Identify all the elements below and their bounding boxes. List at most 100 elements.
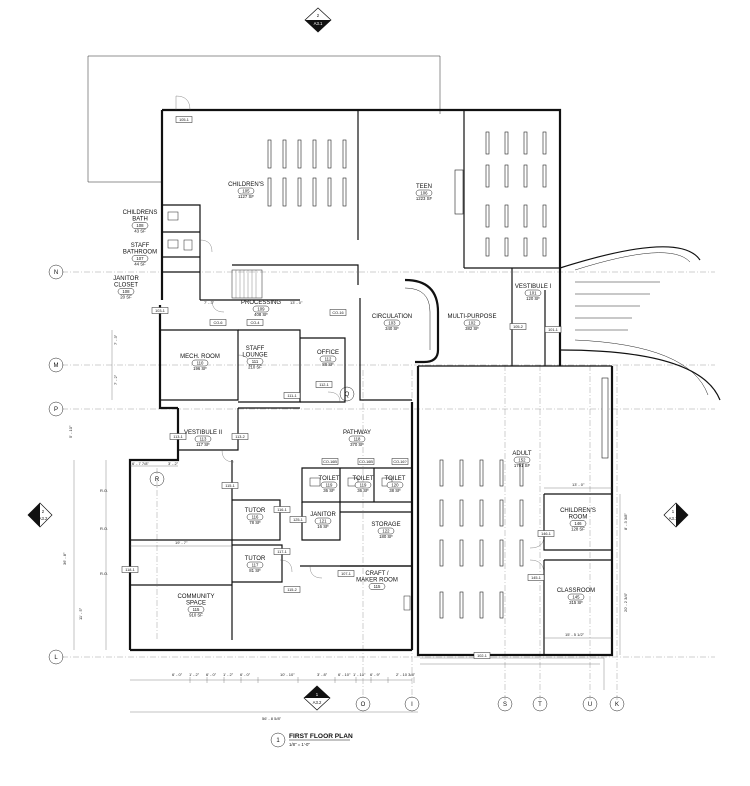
room-number-tag: [131, 222, 149, 229]
room-number-tag: [194, 435, 212, 443]
room-number: 115: [193, 607, 200, 612]
room-number-tag: [117, 288, 135, 295]
grid-bubble-L: L: [48, 649, 64, 665]
room-area: 210 SF: [248, 365, 262, 370]
dim-3-2: 3' - 2": [168, 461, 179, 466]
ro-3: R.O.: [100, 571, 108, 576]
svg-text:O: O: [361, 702, 366, 708]
room-name: PATHWAY: [343, 430, 371, 436]
room-name: LOUNGE: [242, 353, 267, 359]
grid-bubble-Q: Q: [339, 386, 355, 402]
room-number: 103: [388, 321, 396, 326]
room-area: 910 SF: [189, 613, 203, 618]
svg-text:A3.2: A3.2: [39, 516, 48, 521]
room-name: VESTIBULE II: [184, 430, 222, 436]
dim-15-5: 15' - 5 1/2": [565, 632, 585, 637]
dim-20-2: 20' - 2 3/4": [623, 592, 628, 612]
room-name: BATHROOM: [123, 250, 157, 256]
ro-2: R.O.: [100, 526, 108, 531]
svg-text:103-1: 103-1: [155, 309, 165, 313]
dimension-label: 6' - 0": [240, 672, 251, 677]
room-number-tag: [131, 255, 149, 262]
svg-text:T: T: [538, 702, 542, 708]
room-number-tag: [513, 456, 531, 464]
svg-text:117-1: 117-1: [277, 550, 286, 554]
door-tag: CO-6: [209, 319, 227, 326]
svg-text:107-1: 107-1: [341, 572, 351, 576]
door-tag: 103-1: [151, 307, 169, 314]
svg-text:113-2: 113-2: [235, 435, 244, 439]
overall-dimension: 56' - 8 5/8": [262, 716, 282, 721]
room-number-tag: [463, 319, 481, 327]
room-area: 180 SF: [379, 534, 393, 539]
svg-text:A3.1: A3.1: [669, 516, 678, 521]
room-number: 112: [325, 357, 332, 362]
room-number-tag: [246, 561, 264, 569]
door-tag: 115-1: [221, 482, 239, 489]
svg-text:I: I: [411, 702, 413, 708]
roof-outline: [87, 55, 441, 183]
grid-bubble-K: K: [609, 696, 625, 712]
grid-bubble-T: T: [532, 696, 548, 712]
section-marker-left: 2 A3.2: [27, 502, 53, 528]
dimension-label: 6' - 10": [338, 672, 351, 677]
room-area: 43 SF: [134, 229, 146, 234]
svg-text:1: 1: [672, 509, 675, 514]
room-area: 340 SF: [385, 326, 399, 331]
svg-text:CO-16B: CO-16B: [323, 460, 337, 464]
room-number-tag: [368, 583, 386, 590]
room-number: 108: [122, 289, 130, 294]
room-number: 119: [360, 483, 367, 488]
room-name: CRAFT /: [365, 571, 389, 577]
room-number: 119: [326, 483, 333, 488]
grid-bubble-M: M: [48, 357, 64, 373]
svg-text:102-1: 102-1: [477, 654, 487, 658]
svg-text:N: N: [54, 270, 58, 276]
room-number-tag: [354, 481, 372, 489]
dimension-label: 1' - 10": [353, 672, 366, 677]
circulation-curve: [404, 278, 440, 364]
svg-text:2: 2: [317, 13, 320, 18]
svg-text:CO-16B: CO-16B: [359, 460, 373, 464]
room-name: TEEN: [416, 184, 432, 190]
room-name: CHILDREN'S: [560, 508, 596, 514]
svg-text:115-1: 115-1: [225, 484, 234, 488]
svg-text:CO-4: CO-4: [250, 321, 259, 325]
door-tag: 117-1: [273, 548, 291, 555]
door-tag: 105-2: [509, 323, 527, 330]
svg-text:R: R: [155, 477, 160, 483]
room-area: 370 SF: [350, 442, 364, 447]
room-area: 20 SF: [120, 295, 132, 300]
door-tag: CO-16: [329, 309, 347, 316]
room-number-tag: [567, 593, 585, 601]
dimension-lines: [73, 330, 621, 713]
door-tag: CO-16B: [357, 458, 375, 465]
room-number-tag: [246, 513, 264, 521]
grid-bubble-O: O: [355, 696, 371, 712]
svg-text:L: L: [54, 655, 58, 661]
ro-1: R.O.: [100, 488, 108, 493]
dimension-label: 3' - 8": [317, 672, 328, 677]
dimension-label: 1' - 2": [189, 672, 200, 677]
svg-text:Q: Q: [345, 392, 350, 398]
room-area: 128 SF: [571, 527, 585, 532]
section-marker-right: 1 A3.1: [663, 502, 689, 528]
room-area: 408 SF: [254, 312, 268, 317]
left-overall-dimension: 36' - 8": [62, 552, 67, 565]
svg-text:2: 2: [42, 509, 45, 514]
room-number-tag: [377, 527, 395, 535]
svg-text:1: 1: [276, 738, 280, 744]
grid-bubble-U: U: [582, 696, 598, 712]
door-tag: 116-1: [273, 506, 291, 513]
room-number: 111: [252, 359, 259, 364]
